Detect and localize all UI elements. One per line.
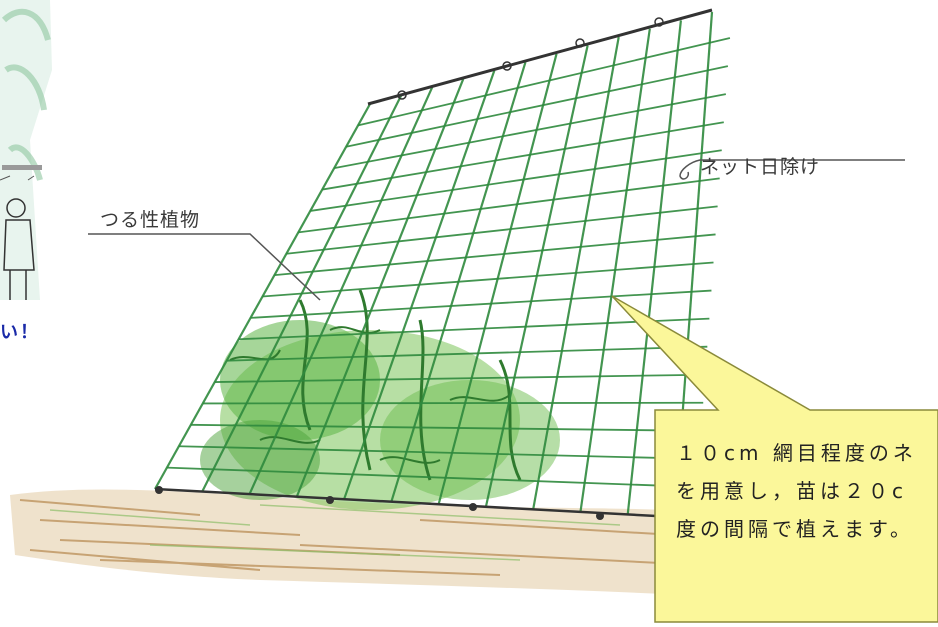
net-horizontal-strand: [345, 65, 729, 148]
net-horizontal-strand: [190, 423, 702, 432]
soil-ground: [10, 489, 790, 600]
left-sketch-fragment: [0, 0, 52, 300]
net-horizontal-strand: [298, 177, 720, 234]
exclamation-fragment: い！: [0, 322, 40, 343]
net-horizontal-strand: [166, 466, 698, 488]
callout-line: を用意し，苗は２０c: [676, 479, 907, 503]
vine-plants-label: つる性植物: [100, 209, 201, 231]
net-horizontal-strand: [250, 289, 712, 319]
net-horizontal-strand: [333, 93, 727, 170]
net-horizontal-strand: [357, 37, 731, 127]
net-shade-label: ネット日除け: [700, 156, 821, 178]
net-horizontal-strand: [202, 401, 704, 405]
net-horizontal-strand: [274, 233, 716, 277]
bottom-line: [154, 487, 676, 519]
vine-foliage: [200, 289, 560, 510]
callout-line: １０cm 網目程度のネ: [676, 441, 917, 465]
net-horizontal-strand: [178, 445, 700, 460]
top-rings: [397, 17, 664, 100]
net-horizontal-strand: [238, 317, 710, 341]
vine-label-leader: [88, 233, 321, 301]
net-horizontal-strand: [322, 121, 724, 191]
net-horizontal-strand: [262, 261, 714, 298]
net-horizontal-strand: [286, 205, 718, 255]
net-grid: [154, 11, 731, 518]
callout-line: 度の間隔で植えます。: [676, 517, 914, 541]
callout-text: １０cm 網目程度のネ を用意し，苗は２０c 度の間隔で植えます。: [676, 434, 938, 548]
net-horizontal-strand: [214, 373, 706, 383]
net-label-leader: [679, 159, 905, 180]
top-rod: [367, 8, 713, 106]
callout-bubble: [611, 295, 938, 623]
net-horizontal-strand: [226, 345, 708, 362]
ground-stakes: [155, 486, 604, 520]
net-horizontal-strand: [310, 149, 722, 212]
